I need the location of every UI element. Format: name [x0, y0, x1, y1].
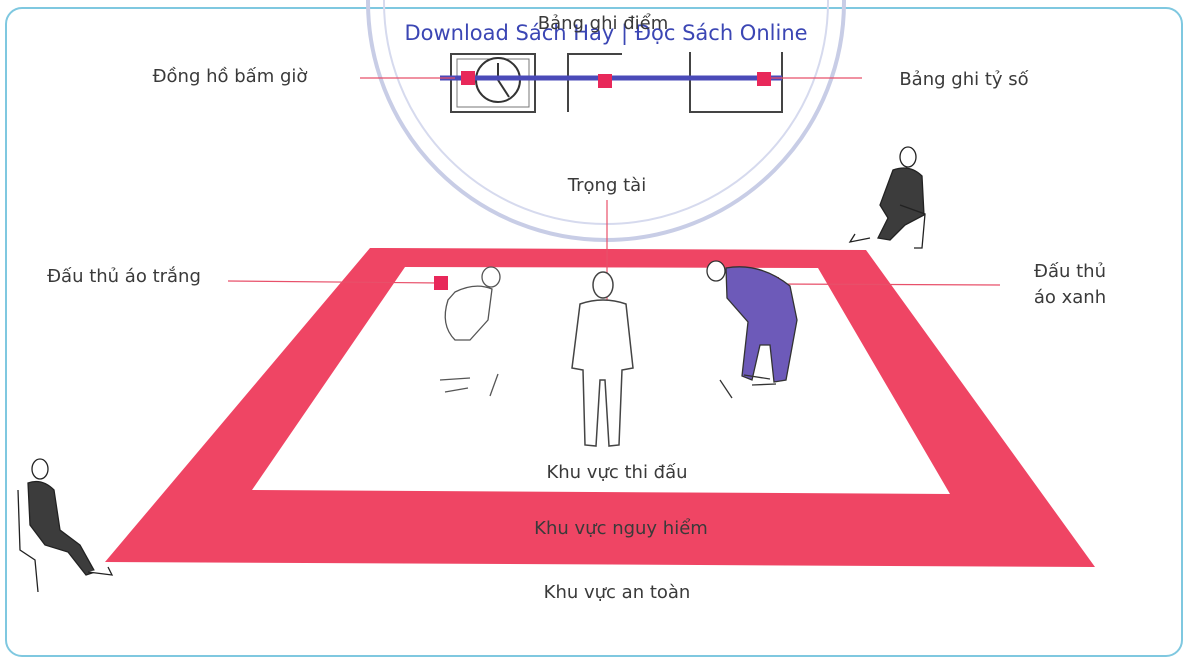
label-referee: Trọng tài — [567, 175, 646, 196]
label-danger-zone: Khu vực nguy hiểm — [534, 518, 708, 539]
label-score-display: Bảng ghi điểm — [538, 13, 669, 34]
label-blue-fighter-line1: Đấu thủ — [1034, 261, 1106, 282]
label-blue-fighter-line2: áo xanh — [1034, 287, 1106, 308]
label-safety-area: Khu vực an toàn — [544, 582, 691, 603]
score-board-marker — [757, 72, 771, 86]
point-board-marker — [598, 74, 612, 88]
label-stopwatch: Đồng hồ bấm giờ — [153, 66, 308, 87]
label-white-fighter: Đấu thủ áo trắng — [47, 266, 201, 287]
clock-marker — [461, 71, 475, 85]
label-competition-area: Khu vực thi đấu — [546, 462, 687, 483]
white-fighter-marker — [434, 276, 448, 290]
label-scoreboard: Bảng ghi tỷ số — [899, 69, 1028, 90]
